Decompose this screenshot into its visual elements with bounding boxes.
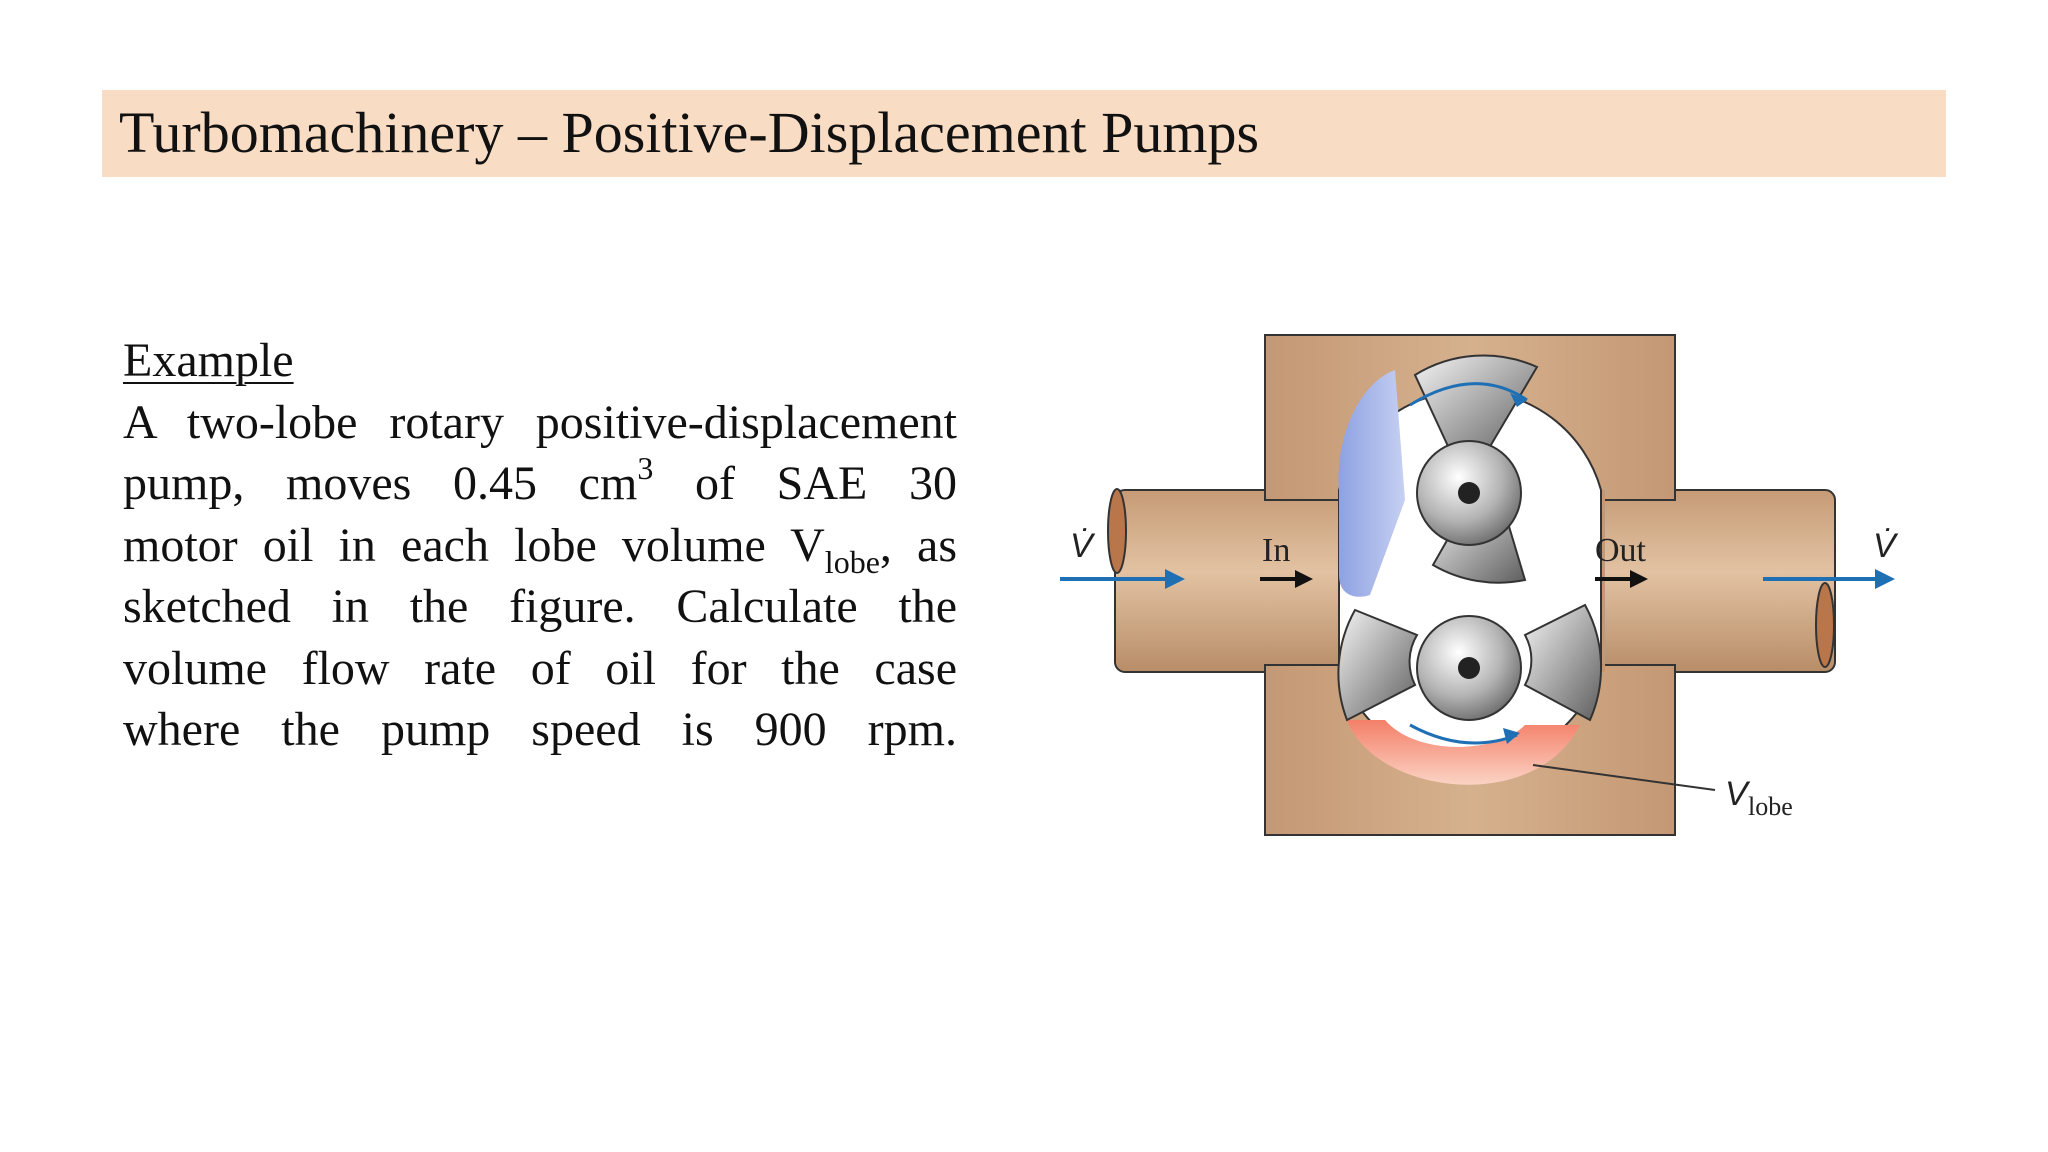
lobe-subscript: lobe [1748, 792, 1793, 821]
pipe-right-end [1815, 582, 1835, 668]
outlet-flow-arrow [1763, 569, 1895, 589]
lobe-symbol: V [1725, 775, 1751, 813]
example-heading: Example [123, 334, 294, 387]
lobe-pump-diagram: In Out V̇ V̇ V lobe [1060, 334, 1899, 836]
example-line-1: A two-lobe rotary positive-displacement [123, 395, 957, 449]
example-block: Example A two-lobe rotary positive-displ… [123, 330, 957, 761]
lobe-leader-line [1532, 764, 1716, 791]
flow-symbol-left: V̇ [1070, 527, 1096, 565]
title-bar: Turbomachinery – Positive-Displacement P… [102, 90, 1946, 177]
out-label: Out [1595, 532, 1647, 569]
lower-rotor [1337, 603, 1603, 745]
example-line-6: where the pump speed is 900 rpm. [123, 703, 957, 756]
superscript-3: 3 [637, 450, 654, 486]
lobe-pump-figure: In Out V̇ V̇ V lobe [1055, 325, 1915, 845]
example-line-2: pump, moves 0.45 cm3 of SAE 30 [123, 450, 957, 510]
lower-shaft [1458, 657, 1480, 679]
lobe-fluid-region [1347, 720, 1580, 785]
example-line-4: sketched in the figure. Calculate the [123, 580, 957, 633]
pipe-left-end [1107, 488, 1127, 574]
out-arrow [1595, 570, 1648, 588]
in-label: In [1262, 532, 1290, 569]
example-line-5: volume flow rate of oil for the case [123, 641, 957, 695]
slide-title: Turbomachinery – Positive-Displacement P… [119, 100, 1260, 165]
in-arrow [1260, 570, 1313, 588]
subscript-lobe: lobe [824, 543, 880, 580]
inlet-flow-arrow [1060, 569, 1185, 589]
upper-shaft [1458, 482, 1480, 504]
upper-rotation-arrow [1409, 382, 1528, 407]
flow-symbol-right: V̇ [1873, 527, 1899, 565]
example-line-3: motor oil in each lobe volume Vlobe, as [123, 518, 958, 580]
upper-rotor [1409, 354, 1539, 584]
inlet-fluid-region [1338, 370, 1405, 597]
